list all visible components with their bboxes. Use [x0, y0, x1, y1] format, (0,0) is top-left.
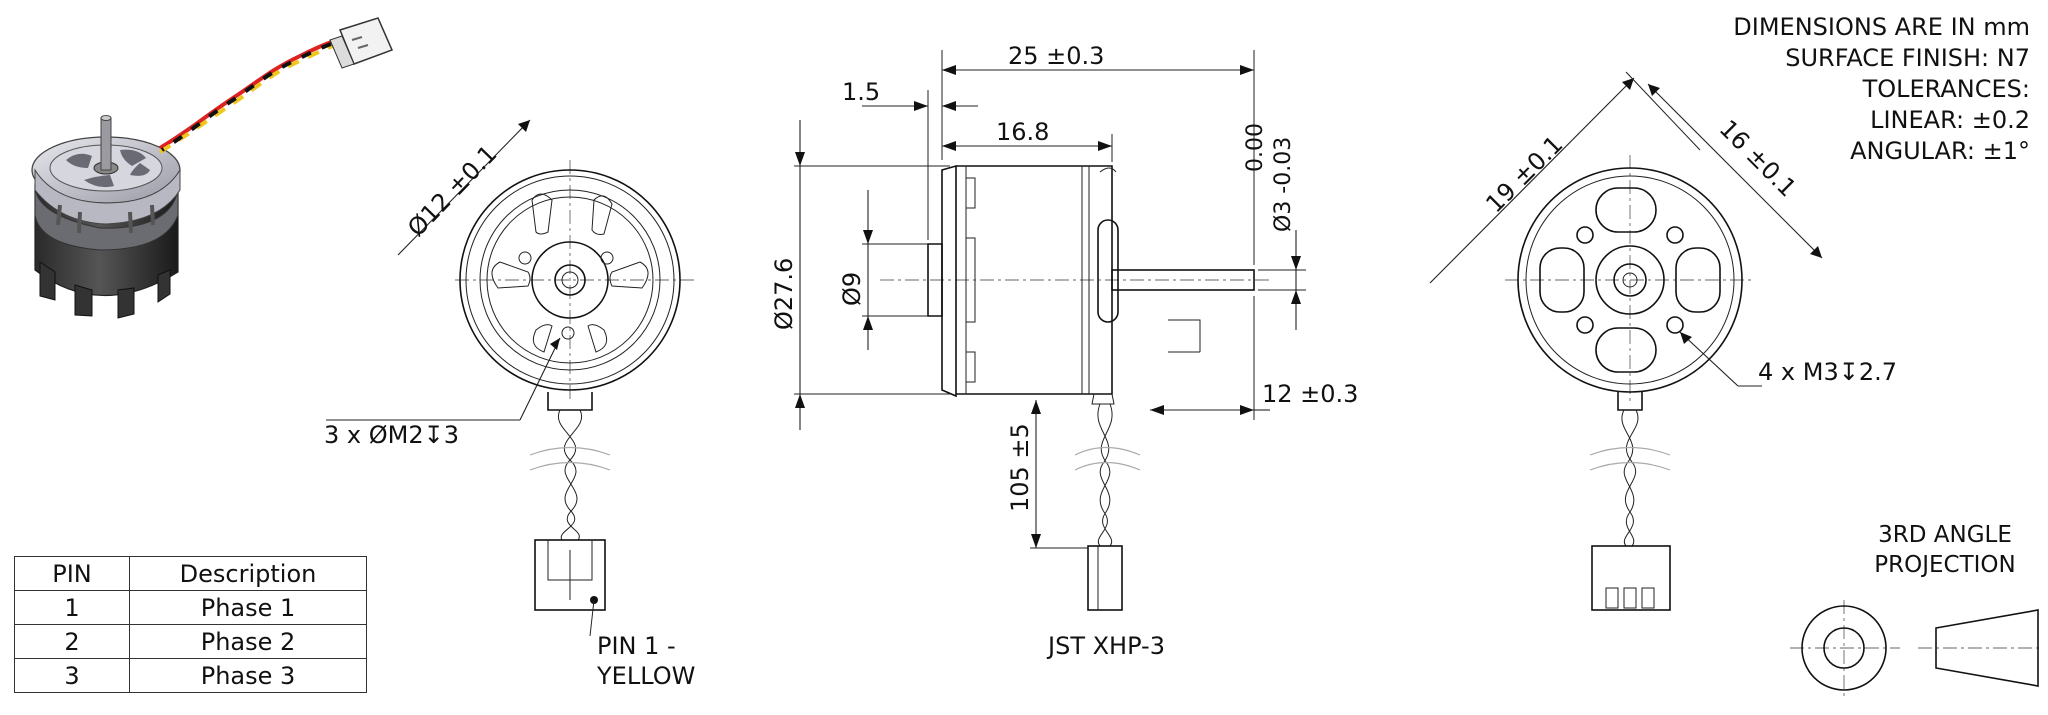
pin1-label-line1: PIN 1 - [597, 632, 676, 660]
note-surface-finish: SURFACE FINISH: N7 [1785, 44, 2030, 72]
drawing-notes: DIMENSIONS ARE IN mm SURFACE FINISH: N7 … [1733, 12, 2030, 167]
projection-symbol [1790, 600, 2040, 698]
pin1-connector [534, 539, 606, 611]
note-tolerances: TOLERANCES: [1862, 75, 2030, 103]
note-linear: LINEAR: ±0.2 [1870, 106, 2030, 134]
pin-cell: 1 [14, 590, 130, 625]
cable-length-dimension: 105 ±5 [1006, 400, 1088, 549]
pin-table: PIN Description 1 Phase 1 2 Phase 2 3 Ph… [14, 556, 367, 693]
description-cell: Phase 2 [129, 624, 367, 659]
rear-diameter-label: 19 ±0.1 [1480, 130, 1568, 218]
projection-title: 3RD ANGLE PROJECTION [1850, 520, 2040, 580]
motor-isometric-illustration [31, 17, 394, 319]
flange-label: 1.5 [842, 78, 880, 106]
pin-cell: 3 [14, 658, 130, 693]
rear-holes-dimension: 4 x M3↧2.7 [1679, 331, 1897, 387]
shaft-tolerance-upper: 0.00 [1243, 123, 1268, 172]
pin1-label-line2: YELLOW [596, 662, 695, 690]
projection-line2: PROJECTION [1874, 552, 2016, 578]
body-length-dimension: 16.8 [942, 118, 1113, 162]
shaft-length-label: 12 ±0.3 [1262, 380, 1358, 408]
rear-cooling-slots [1539, 187, 1721, 373]
body-length-label: 16.8 [996, 118, 1049, 146]
note-units: DIMENSIONS ARE IN mm [1733, 13, 2030, 41]
boss-diameter-label: Ø9 [838, 272, 866, 306]
rear-holes-label: 4 x M3↧2.7 [1758, 358, 1897, 386]
description-cell: Phase 1 [129, 590, 367, 625]
front-holes-label: 3 x ØM2↧3 [324, 421, 459, 449]
length-dimension: 25 ±0.3 [941, 42, 1255, 265]
bolt-circle-dimension: 16 ±0.1 [1647, 83, 1823, 259]
rear-view: 19 ±0.1 16 ±0.1 4 x M3↧2.7 [1429, 71, 1897, 611]
table-row: 3 Phase 3 [14, 658, 367, 693]
boss-diameter-dimension: Ø9 [838, 190, 928, 350]
body-diameter-label: Ø27.6 [770, 258, 798, 330]
cable-length-label: 105 ±5 [1006, 423, 1034, 512]
front-view: Ø12 ±0.1 3 x ØM2↧3 PIN 1 - YELLOW [324, 119, 695, 690]
table-row: 1 Phase 1 [14, 590, 367, 625]
description-header: Description [129, 556, 367, 591]
shaft-diameter-dimension: 0.00 Ø3 -0.03 [1243, 123, 1306, 330]
xhp3-connector-side [1087, 545, 1123, 611]
length-label: 25 ±0.3 [1008, 42, 1104, 70]
front-vent-slots [491, 193, 649, 353]
flange-dimension: 1.5 [842, 78, 978, 240]
xhp3-connector-rear [1591, 545, 1671, 611]
front-holes-dimension: 3 x ØM2↧3 [324, 337, 561, 449]
side-view: 25 ±0.3 1.5 16.8 Ø27.6 [770, 42, 1358, 660]
pin-cell: 2 [14, 624, 130, 659]
connector-label: JST XHP-3 [1046, 632, 1165, 660]
front-diameter-label: Ø12 ±0.1 [402, 140, 502, 242]
bolt-circle-label: 16 ±0.1 [1714, 114, 1802, 202]
shaft-length-dimension: 12 ±0.3 [1150, 296, 1358, 420]
shaft-diameter-label: Ø3 -0.03 [1271, 137, 1296, 232]
body-diameter-dimension: Ø27.6 [770, 120, 950, 430]
description-cell: Phase 3 [129, 658, 367, 693]
projection-line1: 3RD ANGLE [1878, 522, 2012, 548]
table-row: 2 Phase 2 [14, 624, 367, 659]
rear-diameter-dimension: 19 ±0.1 [1429, 71, 1701, 284]
note-angular: ANGULAR: ±1° [1850, 137, 2030, 165]
